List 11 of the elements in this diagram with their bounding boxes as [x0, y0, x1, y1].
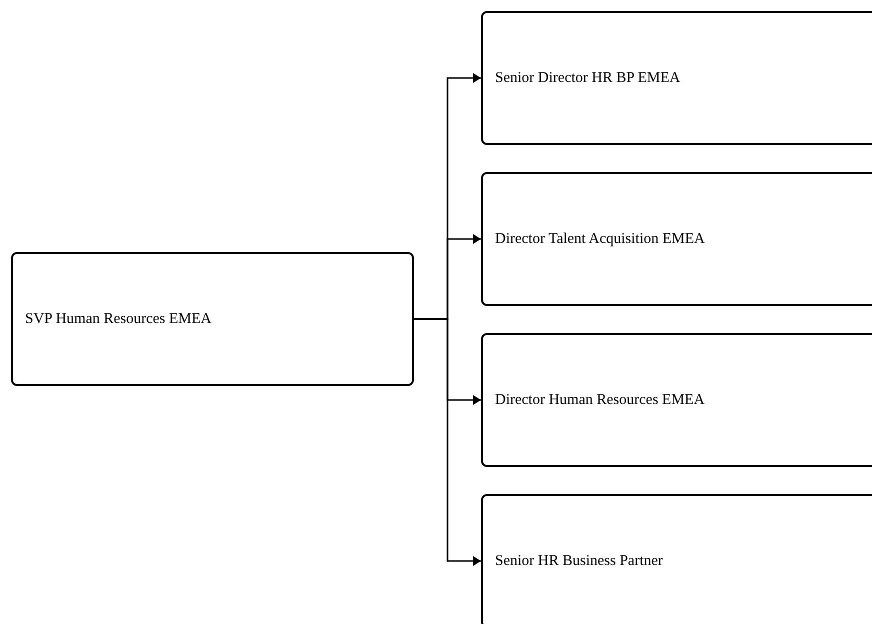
- org-box: [11, 252, 414, 386]
- role-title: Director Human Resources EMEA: [495, 390, 706, 410]
- role-title: Senior HR Business Partner: [495, 552, 664, 571]
- role-title: SVP Human Resources EMEA: [25, 310, 213, 329]
- org-box: [481, 333, 872, 467]
- role-title: Senior Director HR BP EMEA: [495, 68, 682, 88]
- connector-arrow: [414, 318, 481, 566]
- org-box: [481, 11, 872, 145]
- org-box: [481, 494, 872, 624]
- org-box: [481, 172, 872, 306]
- role-title: Director Talent Acquisition EMEA: [495, 230, 706, 249]
